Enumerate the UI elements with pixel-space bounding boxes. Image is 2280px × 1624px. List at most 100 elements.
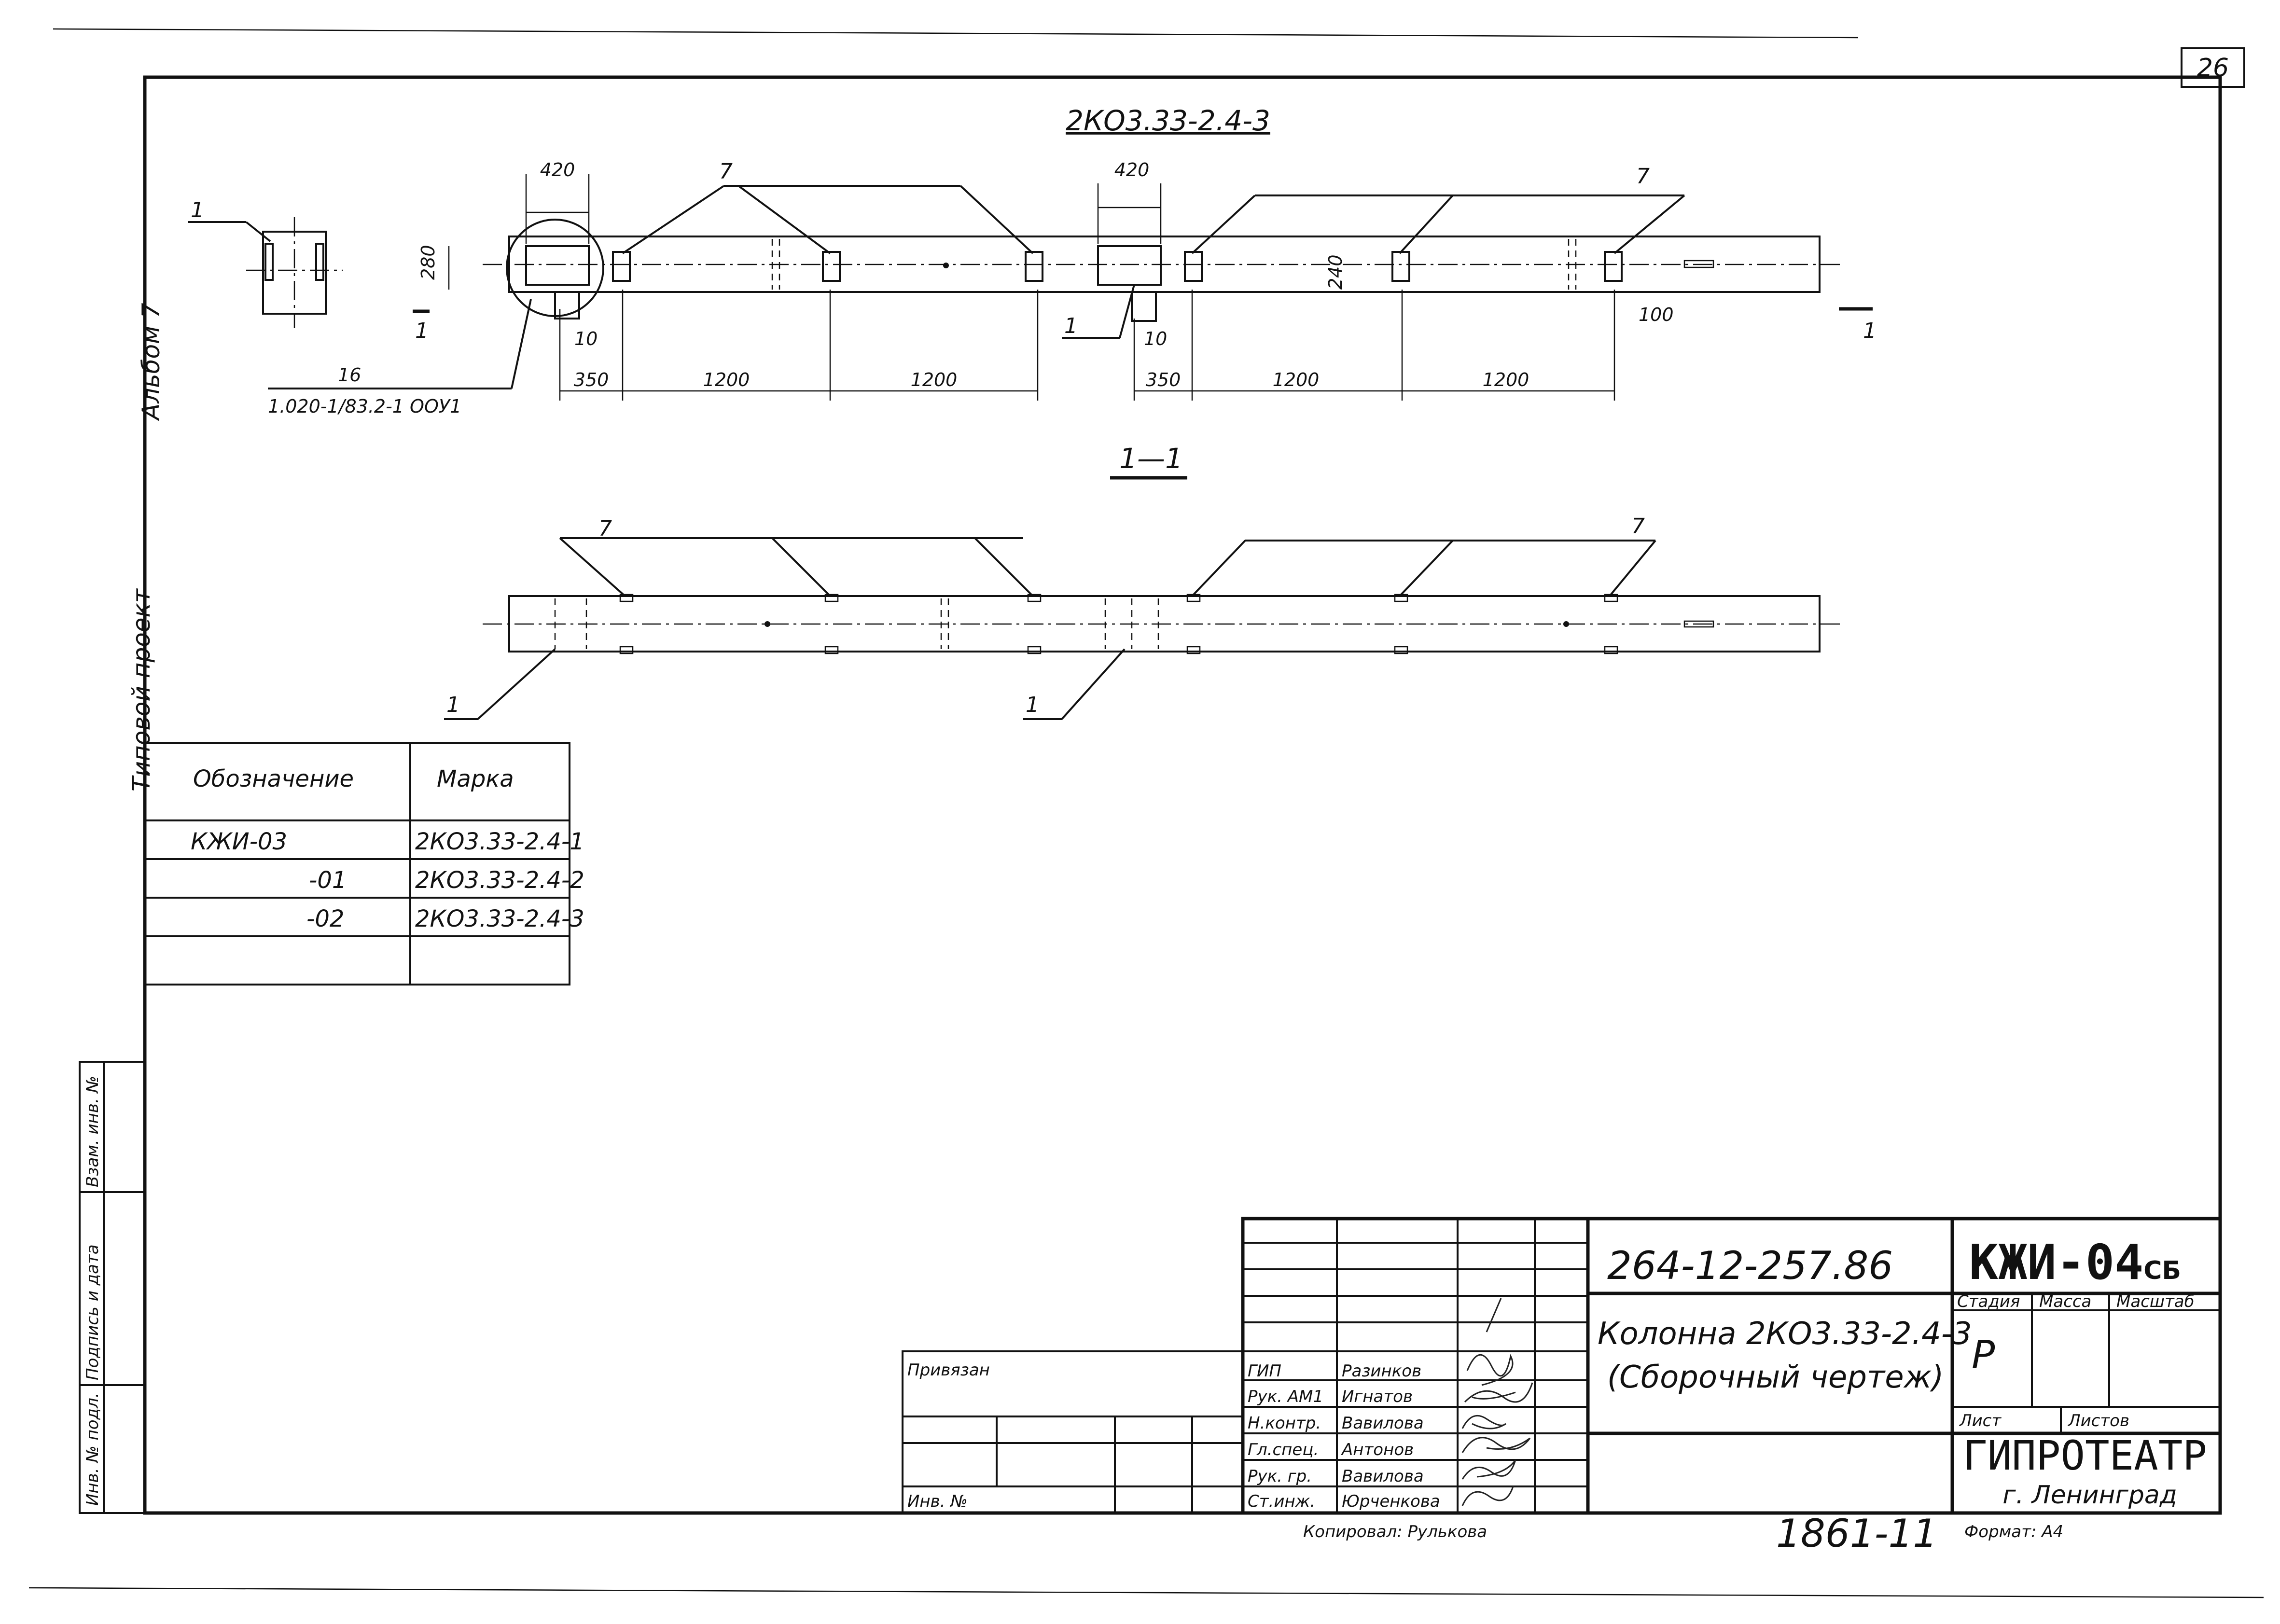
embedded-plate (1391, 251, 1410, 282)
signature-mark (1461, 1459, 1516, 1480)
sig-name: Вавилова (1342, 1414, 1424, 1433)
leader-line (511, 299, 532, 389)
leader-line (1119, 284, 1135, 338)
mark-table-cell: 2КО3.33-2.4-1 (415, 828, 584, 855)
section-plate (619, 646, 634, 654)
mark-table-cell: 2КО3.33-2.4-2 (415, 867, 584, 894)
sig-name: Антонов (1341, 1440, 1414, 1459)
project-label: Типовой проект (127, 588, 155, 791)
sheets-label: Листов (2067, 1411, 2129, 1430)
sig-role: Рук. АМ1 (1248, 1387, 1323, 1406)
dim-height: 280 (417, 245, 439, 280)
mark-table-cell: -02 (306, 905, 344, 932)
signature-mark (1461, 1437, 1531, 1453)
corbel-middle (1097, 245, 1162, 286)
section-slot (1683, 620, 1714, 628)
callout-7-section-left: 7 (598, 516, 612, 541)
mark-table-header-designation: Обозначение (193, 765, 354, 792)
bound-box (902, 1350, 1244, 1514)
sheet-label: Лист (1959, 1411, 2002, 1430)
dim-inner: 240 (1325, 254, 1346, 290)
drawing-code: КЖИ-04СБ (1969, 1234, 2181, 1291)
leader-line (1613, 194, 1685, 254)
embedded-plate (612, 251, 631, 282)
embedded-plate (1025, 251, 1043, 282)
dim-10-middle: 10 (1144, 328, 1167, 349)
stamp-number: 1861-11 (1776, 1511, 1937, 1556)
sig-role: Рук. гр. (1248, 1467, 1312, 1486)
reference-doc: 1.020-1/83.2-1 ООУ1 (268, 396, 461, 417)
page-top-edge (53, 28, 1859, 39)
signature-mark (1466, 1298, 1514, 1386)
leader-line (1061, 648, 1126, 720)
mass-header: Масса (2039, 1292, 2091, 1311)
section-plate (1394, 646, 1408, 654)
section-hole (765, 621, 770, 627)
corbel-left (525, 245, 590, 286)
leader-line (622, 185, 725, 254)
callout-1-section-middle: 1 (1026, 693, 1039, 717)
slot-mark (1683, 260, 1714, 268)
left-stamp (79, 1061, 146, 1514)
callout-1-end: 1 (191, 198, 204, 222)
embedded-plate (1604, 251, 1623, 282)
dim-1200-2: 1200 (911, 369, 958, 390)
sheet-number: 26 (2197, 54, 2229, 83)
mark-table: Обозначение Марка КЖИ-03 2КО3.33-2.4-1 -… (144, 742, 584, 986)
leader-line (245, 221, 271, 242)
leader-line (559, 537, 626, 597)
leader-line (737, 185, 831, 254)
dim-350-right: 350 (1146, 369, 1181, 390)
section-plate (1186, 646, 1201, 654)
end-section-insert (264, 243, 274, 281)
dim-10-left: 10 (574, 328, 598, 349)
lifting-hole (943, 263, 949, 268)
section-title: 1—1 (1119, 442, 1183, 475)
sig-name: Вавилова (1342, 1467, 1424, 1486)
city: г. Ленинград (2002, 1481, 2177, 1510)
dim-350-left: 350 (574, 369, 609, 390)
sheet-number-box (2181, 47, 2245, 88)
end-section-insert (315, 243, 324, 281)
stage-value: Р (1972, 1333, 1995, 1377)
leader-line (1399, 194, 1454, 254)
section-marker-left: 1 (415, 319, 429, 343)
sig-name: Юрченкова (1342, 1492, 1440, 1511)
sig-role: Ст.инж. (1248, 1492, 1315, 1511)
section-plate (619, 594, 634, 602)
dim-1200-1: 1200 (703, 369, 750, 390)
mark-table-cell: КЖИ-03 (191, 828, 287, 855)
format-label: Формат: А4 (1964, 1522, 2063, 1541)
embedded-plate (1184, 251, 1203, 282)
section-plate (1604, 646, 1618, 654)
dim-420-left: 420 (540, 159, 575, 180)
dim-420-middle: 420 (1114, 159, 1150, 180)
title-block: Привязан Инв. № ГИП Разинков Рук. АМ1 Иг… (902, 1217, 2222, 1515)
album-label: Альбом 7 (137, 303, 165, 421)
embedded-plate (822, 251, 841, 282)
plan-view: 2КО3.33-2.4-3 1 7 (188, 104, 1877, 417)
corbel-left-stub (554, 291, 580, 319)
doc-code: 264-12-257.86 (1607, 1243, 1893, 1288)
stamp-cell-inv: Инв. № подл. (83, 1392, 102, 1506)
page-bottom-edge (28, 1587, 2264, 1598)
callout-1-section-left: 1 (446, 693, 460, 717)
signature-mark (1461, 1415, 1507, 1430)
mark-table-cell: -01 (309, 867, 347, 894)
dim-1200-4: 1200 (1483, 369, 1529, 390)
signature-mark (1461, 1486, 1514, 1506)
section-marker-right: 1 (1863, 319, 1877, 343)
sig-role: ГИП (1248, 1361, 1281, 1381)
dim-100: 100 (1639, 304, 1674, 325)
dim-1200-3: 1200 (1273, 369, 1320, 390)
leader-line (974, 537, 1034, 597)
callout-1-middle: 1 (1064, 314, 1078, 338)
mark-title: 2КО3.33-2.4-3 (1066, 104, 1270, 137)
leader-line (959, 185, 1034, 254)
drawing-name-line2: (Сборочный чертеж) (1607, 1360, 1944, 1395)
section-plate (1027, 594, 1042, 602)
section-plate (824, 594, 839, 602)
callout-16: 16 (338, 364, 361, 386)
section-plate (1027, 646, 1042, 654)
